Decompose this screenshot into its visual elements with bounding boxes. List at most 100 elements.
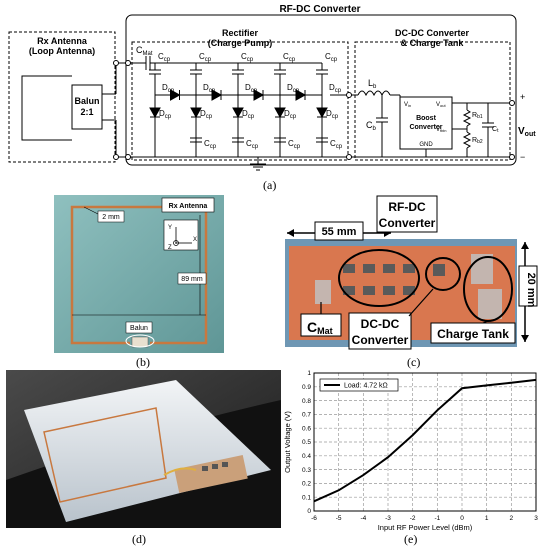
legend-box — [319, 378, 399, 392]
chart-grid — [313, 372, 537, 512]
dcp-shunt-label: Dcp — [159, 109, 172, 120]
dcp-shunt-label: Dcp — [242, 109, 255, 120]
dcdc-marker — [425, 257, 461, 291]
caption-d: (d) — [132, 532, 146, 546]
shunt-diode — [190, 107, 202, 119]
schematic-diagram: Rx Antenna (Loop Antenna) Balun 2:1 RF-D… — [8, 4, 536, 171]
stage-labels: CcpDcpDcpCcpDcpDcpCcpCcpDcpDcpCcpCcpDcpD… — [158, 52, 343, 150]
antenna-photo-art: Rx Antenna 2 mm 89 mm Balun Y X Z — [54, 195, 224, 353]
chart-marks — [313, 378, 537, 503]
series-diode — [211, 89, 223, 101]
dcdc-box — [354, 41, 511, 161]
dcp-series-label: Dcp — [245, 83, 258, 94]
ccp-top-label: Ccp — [283, 52, 296, 63]
ccp-top-label: Ccp — [199, 52, 212, 63]
rfdc-label-box — [376, 195, 438, 233]
series-diode — [295, 89, 307, 101]
rfdc-marker — [338, 249, 420, 307]
ccp-top-label: Ccp — [158, 52, 171, 63]
tank-label-box — [430, 322, 516, 344]
rfdc-title: RF-DC Converter — [279, 4, 360, 15]
charge-pump-stages — [149, 62, 328, 157]
rfdc-photo-label2: Converter — [379, 216, 436, 230]
dcdc-photo-label: DC-DC — [361, 317, 400, 331]
dcdc-photo-label2: Converter — [352, 333, 409, 347]
caption-c: (c) — [407, 355, 421, 369]
y-tick-label: 0.9 — [302, 384, 311, 391]
rfdc-converter-box — [125, 14, 517, 166]
x-axis-label: Input RF Power Level (dBm) — [378, 523, 473, 532]
caption-e: (e) — [404, 532, 418, 546]
x-tick-label: -3 — [385, 515, 391, 522]
y-axis-label: Output Voltage (V) — [283, 411, 292, 473]
size-label-box — [177, 272, 207, 285]
tank-photo-label: Charge Tank — [437, 327, 509, 341]
y-tick-label: 0.8 — [302, 398, 311, 405]
x-tick-label: 2 — [510, 515, 514, 522]
shunt-diode — [274, 107, 286, 119]
x-tick-label: -2 — [410, 515, 416, 522]
dcp-shunt-label: Dcp — [326, 109, 339, 120]
minus-terminal: − — [520, 152, 525, 162]
dcdc-stage — [250, 90, 510, 171]
x-tick-label: 3 — [534, 515, 538, 522]
chart-legend: Load: 4.72 kΩ — [319, 378, 399, 392]
cb-label: Cb — [366, 120, 377, 132]
y-tick-label: 0.4 — [302, 453, 311, 460]
x-tick-label: -1 — [434, 515, 440, 522]
rectifier-box — [131, 41, 349, 161]
board-photo-art: 55 mm RF-DC Converter 20 mm CMat DC-DC C… — [285, 195, 538, 350]
x-tick-label: -6 — [311, 515, 317, 522]
loop-trace — [70, 205, 208, 345]
dcp-shunt-label: Dcp — [200, 109, 213, 120]
dcp-series-label: Dcp — [287, 83, 300, 94]
ct-label: Ct — [492, 126, 499, 134]
legend-label: Load: 4.72 kΩ — [344, 383, 388, 390]
balun-box — [71, 84, 103, 130]
dcdc-label-box — [348, 312, 412, 350]
series-line — [313, 378, 537, 503]
rx-antenna-photo-label: Rx Antenna — [169, 203, 208, 210]
balun-marker — [125, 334, 155, 348]
lb-label: Lb — [368, 78, 377, 90]
boost-title: Boost — [416, 115, 437, 122]
z-axis-icon — [173, 240, 179, 246]
size-label: 89 mm — [181, 276, 203, 283]
x-tick-label: -4 — [360, 515, 366, 522]
x-tick-label: 0 — [460, 515, 464, 522]
vfb-pin: Vfbin — [436, 127, 446, 133]
resistor-rb1 — [462, 109, 472, 127]
loop-antenna — [21, 75, 62, 141]
balun-chip — [131, 336, 149, 348]
plot-frame — [313, 372, 537, 512]
width-label: 20 mm — [525, 273, 537, 308]
length-label: 55 mm — [322, 226, 357, 238]
rb1-label: Rb1 — [472, 112, 483, 120]
width-label-box — [518, 265, 538, 307]
cmat-photo-label: CMat — [307, 319, 333, 336]
device-photo — [6, 370, 281, 528]
length-label-box — [314, 221, 364, 241]
rx-label-box — [161, 197, 215, 213]
balun-ratio: 2:1 — [80, 107, 93, 117]
gap-label: 2 mm — [102, 214, 120, 221]
cmat-label: CMat — [136, 45, 153, 57]
dcp-shunt-label: Dcp — [284, 109, 297, 120]
gnd-pin: GND — [419, 142, 433, 148]
inductor-lb — [357, 90, 391, 97]
shunt-diode — [232, 107, 244, 119]
gap-label-box — [97, 210, 125, 223]
board-photo: 55 mm RF-DC Converter 20 mm CMat DC-DC C… — [283, 194, 541, 354]
y-tick-label: 0.3 — [302, 467, 311, 474]
shunt-diode — [149, 107, 161, 119]
axis-box — [163, 219, 199, 251]
ccp-bottom-label: Ccp — [246, 139, 259, 150]
dcp-series-label: Dcp — [162, 83, 175, 94]
ccp-top-label: Ccp — [325, 52, 338, 63]
rx-antenna-title: Rx Antenna — [37, 36, 88, 46]
vin-pin: Vin — [404, 102, 411, 108]
antenna-trace — [43, 407, 167, 503]
rfdc-photo-label: RF-DC — [388, 200, 426, 214]
